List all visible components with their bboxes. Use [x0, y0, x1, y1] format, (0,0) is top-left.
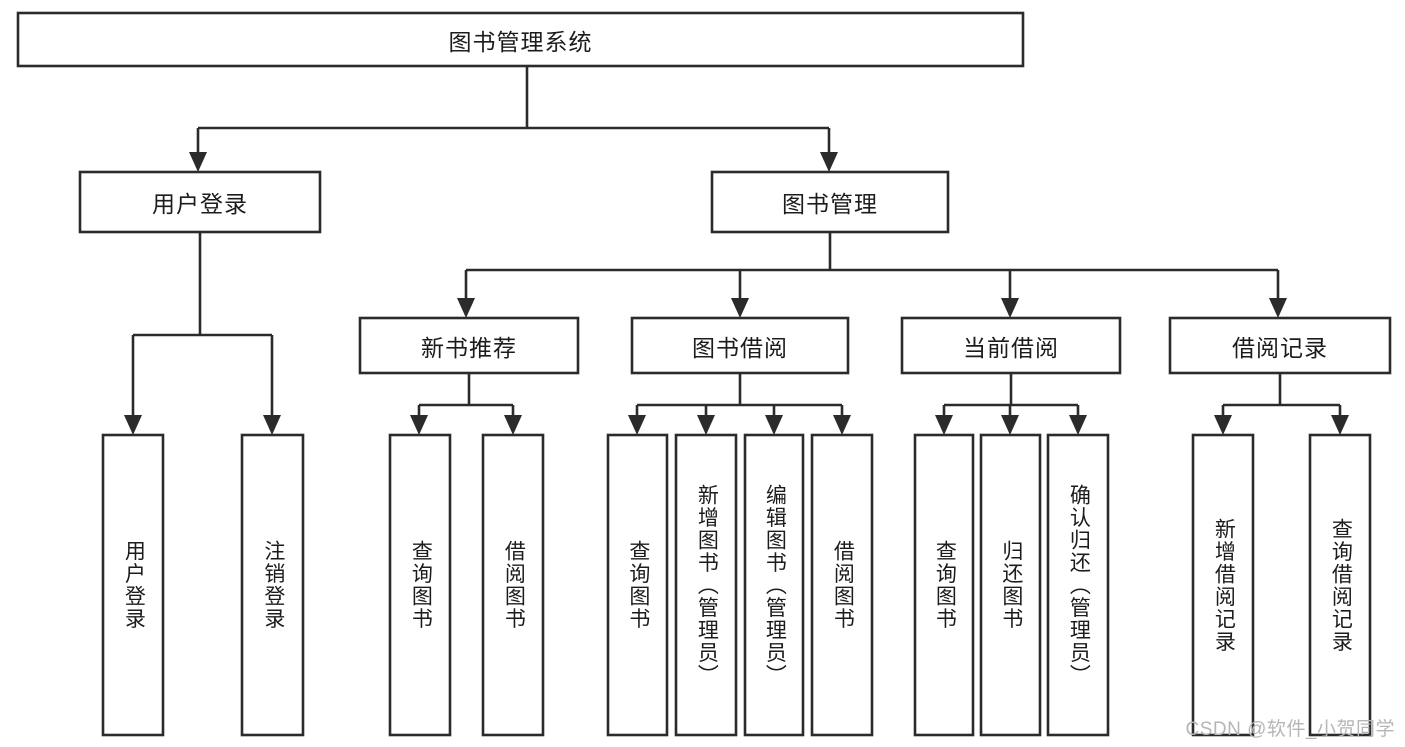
root-to-level1-arrowhead-0 — [189, 152, 207, 172]
level2-node-新书推荐-0[interactable] — [358, 316, 580, 375]
leaf-node-新增图书管理员-5[interactable] — [674, 433, 738, 737]
leaf-node-归还图书-9[interactable] — [979, 433, 1042, 737]
leaf-node-查询图书-2[interactable] — [388, 433, 452, 737]
leaf-node-编辑图书管理员-6[interactable] — [743, 433, 805, 737]
leaf-node-新增借阅记录-11[interactable] — [1191, 433, 1255, 737]
level2-node-借阅记录-3[interactable] — [1168, 316, 1392, 375]
current-to-leaves-arrowhead-0 — [935, 415, 953, 435]
user-login-to-leaves-arrowhead-1 — [263, 415, 281, 435]
borrow-to-leaves-arrowhead-2 — [765, 415, 783, 435]
leaf-node-借阅图书-3[interactable] — [481, 433, 545, 737]
level1-node-图书管理-1[interactable] — [710, 170, 950, 234]
leaf-node-查询图书-4[interactable] — [606, 433, 669, 737]
book-mgmt-to-level2-arrowhead-2 — [1001, 298, 1019, 318]
borrow-to-leaves-arrowhead-3 — [833, 415, 851, 435]
leaf-node-注销登录-1[interactable] — [240, 433, 305, 737]
borrow-to-leaves-arrowhead-0 — [628, 415, 646, 435]
current-to-leaves-arrowhead-2 — [1069, 415, 1087, 435]
book-mgmt-to-level2-arrowhead-1 — [731, 298, 749, 318]
watermark-text: CSDN @软件_小贺同学 — [1185, 719, 1395, 740]
leaf-node-确认归还管理员-10[interactable] — [1046, 433, 1110, 737]
book-mgmt-to-level2-arrowhead-3 — [1269, 298, 1287, 318]
leaf-node-借阅图书-7[interactable] — [810, 433, 874, 737]
level2-node-图书借阅-1[interactable] — [630, 316, 850, 375]
newbook-to-leaves-arrowhead-0 — [410, 415, 428, 435]
current-to-leaves-arrowhead-1 — [1001, 415, 1019, 435]
node-box-layer — [16, 11, 1392, 737]
user-login-to-leaves-arrowhead-0 — [124, 415, 142, 435]
level2-node-当前借阅-2[interactable] — [900, 316, 1122, 375]
leaf-node-用户登录-0[interactable] — [101, 433, 165, 737]
level1-node-用户登录-0[interactable] — [78, 170, 322, 234]
book-mgmt-to-level2-arrowhead-0 — [457, 298, 475, 318]
root-node-图书管理系统[interactable] — [16, 11, 1025, 68]
borrow-to-leaves-arrowhead-1 — [697, 415, 715, 435]
leaf-node-查询借阅记录-12[interactable] — [1308, 433, 1372, 737]
records-to-leaves-arrowhead-1 — [1331, 415, 1349, 435]
connector-layer — [124, 66, 1349, 435]
newbook-to-leaves-arrowhead-1 — [504, 415, 522, 435]
root-to-level1-arrowhead-1 — [820, 152, 838, 172]
leaf-node-查询图书-8[interactable] — [913, 433, 975, 737]
records-to-leaves-arrowhead-0 — [1214, 415, 1232, 435]
